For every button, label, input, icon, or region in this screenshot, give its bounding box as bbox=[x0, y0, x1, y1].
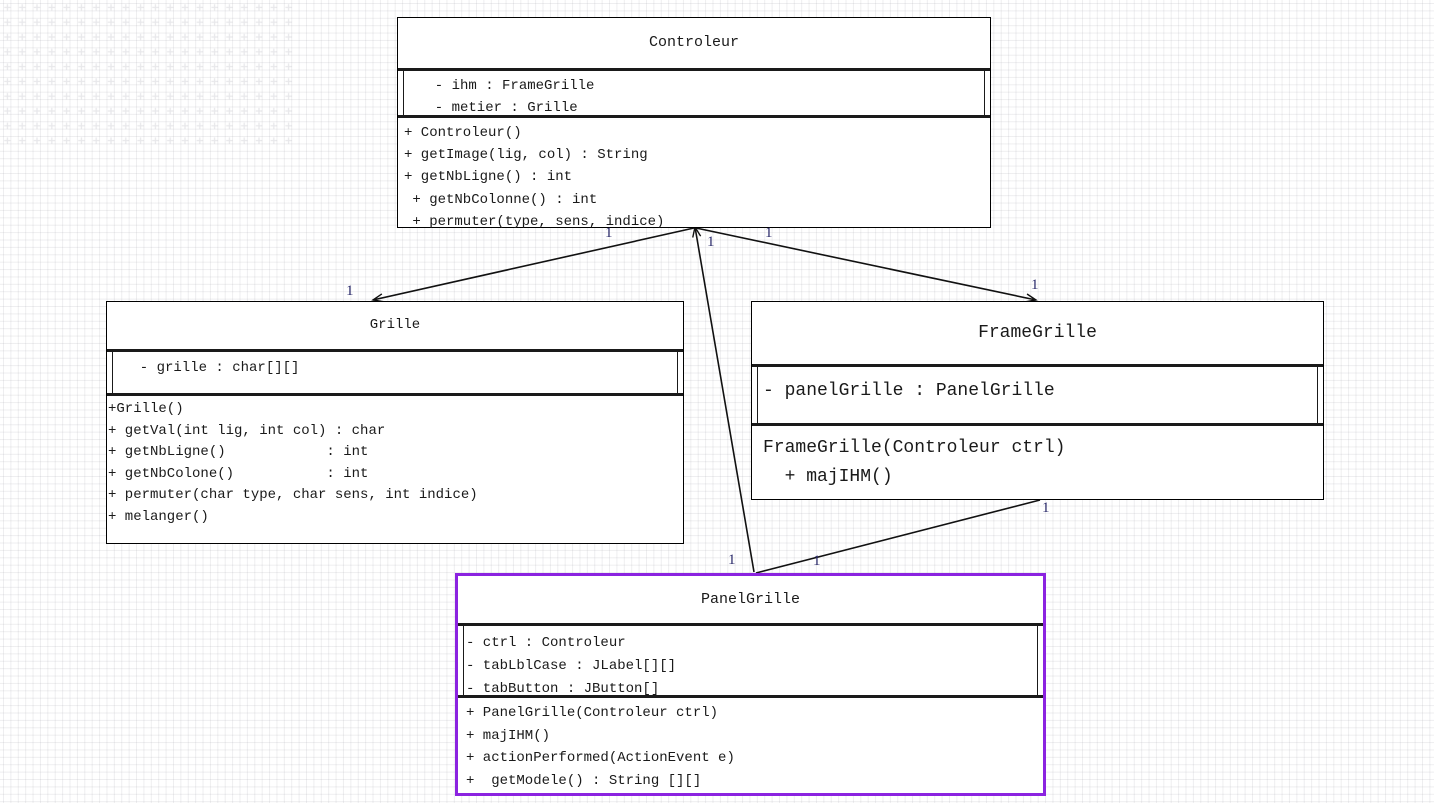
attribute-row: - panelGrille : PanelGrille bbox=[763, 381, 1055, 401]
attributes-compartment-framegrille: - panelGrille : PanelGrille bbox=[752, 364, 1323, 426]
operation-row: + Controleur() bbox=[404, 125, 522, 141]
operation-row: + getModele() : String [][] bbox=[466, 772, 702, 789]
attribute-row: - metier : Grille bbox=[418, 100, 578, 116]
operation-row: + majIHM() bbox=[763, 467, 893, 487]
operation-row: + melanger() bbox=[108, 508, 209, 525]
class-box-panelgrille[interactable]: PanelGrille - ctrl : Controleur - tabLbl… bbox=[455, 573, 1046, 796]
operation-row: + getNbLigne() : int bbox=[404, 169, 573, 186]
operation-row: + actionPerformed(ActionEvent e) bbox=[466, 750, 735, 767]
operations-compartment-grille: +Grille() + getVal(int lig, int col) : c… bbox=[107, 396, 683, 528]
class-box-controleur[interactable]: Controleur - ihm : FrameGrille - metier … bbox=[397, 17, 991, 230]
class-title-panelgrille: PanelGrille bbox=[700, 591, 801, 608]
attribute-row: - tabLblCase : JLabel[][] bbox=[466, 658, 677, 674]
operation-row: + majIHM() bbox=[466, 727, 551, 744]
attribute-row: - ihm : FrameGrille bbox=[418, 78, 595, 94]
attribute-row: - grille : char[][] bbox=[123, 360, 300, 376]
operations-compartment-framegrille: FrameGrille(Controleur ctrl) + majIHM() bbox=[752, 426, 1323, 492]
class-title-controleur: Controleur bbox=[648, 34, 739, 51]
class-box-framegrille[interactable]: FrameGrille - panelGrille : PanelGrille … bbox=[751, 301, 1324, 500]
class-title-framegrille: FrameGrille bbox=[978, 323, 1097, 343]
multiplicity-framegrille-bottom: 1 bbox=[1042, 500, 1050, 516]
operation-row: + permuter(type, sens, indice) bbox=[404, 213, 665, 230]
operation-row: + getVal(int lig, int col) : char bbox=[108, 422, 386, 439]
multiplicity-panelgrille-right: 1 bbox=[813, 553, 821, 569]
multiplicity-controleur-left: 1 bbox=[605, 225, 613, 241]
multiplicity-controleur-right: 1 bbox=[765, 225, 773, 241]
link-controleur-grille bbox=[371, 227, 695, 303]
link-framegrille-panelgrille bbox=[755, 499, 1041, 574]
multiplicity-controleur-center: 1 bbox=[707, 234, 715, 250]
operations-compartment-controleur: + Controleur() + getImage(lig, col) : St… bbox=[398, 118, 990, 233]
link-panelgrille-controleur bbox=[692, 225, 755, 573]
link-controleur-framegrille bbox=[695, 227, 1038, 303]
operation-row: + PanelGrille(Controleur ctrl) bbox=[466, 705, 719, 721]
operation-row: + permuter(char type, char sens, int ind… bbox=[108, 487, 478, 503]
attributes-compartment-panelgrille: - ctrl : Controleur - tabLblCase : JLabe… bbox=[458, 623, 1043, 698]
attribute-row: - tabButton : JButton[] bbox=[466, 681, 660, 697]
multiplicity-framegrille-top: 1 bbox=[1031, 277, 1039, 293]
operation-row: + getImage(lig, col) : String bbox=[404, 147, 648, 164]
operation-row: + getNbColonne() : int bbox=[404, 191, 598, 208]
multiplicity-panelgrille-left: 1 bbox=[728, 552, 736, 568]
class-title-grille: Grille bbox=[369, 317, 421, 333]
attribute-row: - ctrl : Controleur bbox=[466, 635, 626, 651]
background-texture bbox=[0, 0, 300, 150]
attributes-compartment-grille: - grille : char[][] bbox=[107, 349, 683, 396]
attributes-compartment-controleur: - ihm : FrameGrille - metier : Grille bbox=[398, 68, 990, 118]
operation-row: + getNbLigne() : int bbox=[108, 444, 369, 460]
operations-compartment-panelgrille: + PanelGrille(Controleur ctrl) + majIHM(… bbox=[458, 698, 1043, 792]
multiplicity-grille-top: 1 bbox=[346, 283, 354, 299]
operation-row: FrameGrille(Controleur ctrl) bbox=[763, 438, 1066, 458]
operation-row: + getNbColone() : int bbox=[108, 465, 369, 482]
class-box-grille[interactable]: Grille - grille : char[][] +Grille() + g… bbox=[106, 301, 684, 544]
operation-row: +Grille() bbox=[108, 401, 184, 417]
